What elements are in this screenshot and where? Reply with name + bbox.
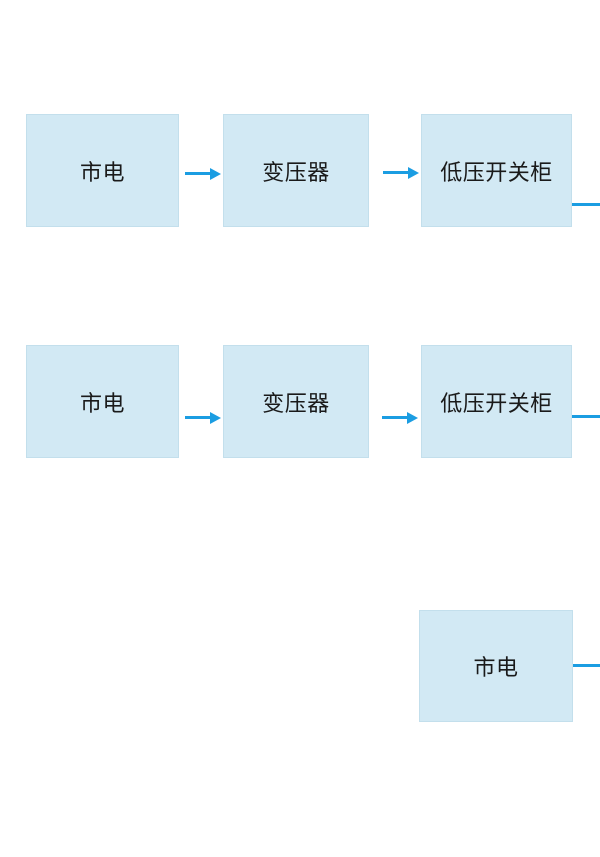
connector-line-right-row2 (572, 415, 600, 418)
node-label: 市电 (79, 390, 125, 416)
node-label: 市电 (473, 655, 519, 680)
connector-line-right-row3 (573, 664, 600, 667)
arrow-shaft (382, 416, 407, 419)
arrow-right-icon (185, 167, 221, 180)
node-transformer-row1: 变压器 (223, 114, 369, 227)
arrow-head (408, 166, 419, 179)
node-mains-power-row3: 市电 (419, 610, 573, 722)
arrow-head (210, 167, 221, 180)
node-label: 变压器 (262, 390, 330, 416)
arrow-right-icon (382, 411, 418, 424)
connector-line-right-row1 (572, 203, 600, 206)
node-label: 市电 (79, 159, 125, 185)
node-label: 低压开关柜 (440, 159, 553, 185)
node-mains-power-row2: 市电 (26, 345, 179, 458)
arrow-shaft (185, 416, 210, 419)
arrow-head (210, 411, 221, 424)
node-transformer-row2: 变压器 (223, 345, 369, 458)
node-lv-switchgear-row2: 低压开关柜 (421, 345, 572, 458)
arrow-shaft (383, 171, 408, 174)
node-label: 变压器 (262, 159, 330, 185)
arrow-shaft (185, 172, 210, 175)
arrow-right-icon (185, 411, 221, 424)
node-label: 低压开关柜 (440, 390, 553, 416)
arrow-head (407, 411, 418, 424)
arrow-right-icon (383, 166, 419, 179)
node-lv-switchgear-row1: 低压开关柜 (421, 114, 572, 227)
node-mains-power-row1: 市电 (26, 114, 179, 227)
